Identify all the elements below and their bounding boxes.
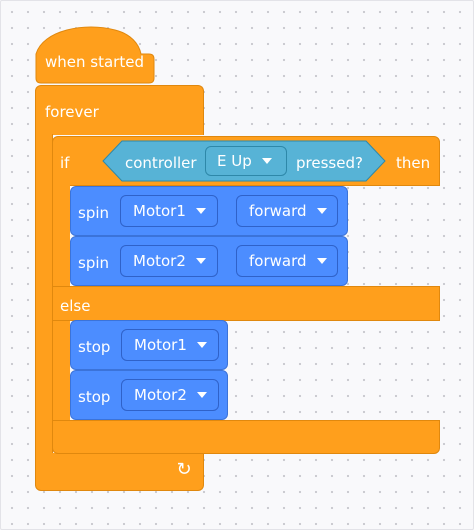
chevron-down-icon xyxy=(196,392,207,398)
controller-button-dropdown[interactable]: E Up xyxy=(205,146,287,176)
spin-label: spin xyxy=(78,254,110,272)
chevron-down-icon xyxy=(195,258,206,264)
motor1-dropdown[interactable]: Motor1 xyxy=(121,329,219,361)
direction-value: forward xyxy=(249,252,307,270)
direction-dropdown[interactable]: forward xyxy=(236,195,338,227)
chevron-down-icon xyxy=(261,158,272,164)
chevron-down-icon xyxy=(195,208,206,214)
motor1-dropdown[interactable]: Motor1 xyxy=(120,195,218,227)
stop-label: stop xyxy=(78,388,111,406)
forever-block-top[interactable] xyxy=(35,85,204,135)
controller-button-value: E Up xyxy=(217,152,252,170)
forever-label: forever xyxy=(45,103,99,121)
condition-prefix-label: controller xyxy=(125,154,197,172)
when-started-label: when started xyxy=(45,53,144,71)
forever-block-bottom[interactable] xyxy=(35,453,204,491)
direction-value: forward xyxy=(249,202,307,220)
motor-value: Motor1 xyxy=(134,336,187,354)
chevron-down-icon xyxy=(316,258,327,264)
chevron-down-icon xyxy=(316,208,327,214)
motor-value: Motor1 xyxy=(133,202,186,220)
then-label: then xyxy=(396,154,431,172)
else-block-divider[interactable] xyxy=(52,286,440,321)
motor-value: Motor2 xyxy=(133,252,186,270)
if-label: if xyxy=(60,154,70,172)
forever-block-arm xyxy=(35,134,53,454)
when-started-hat-shape[interactable] xyxy=(35,24,155,86)
if-block-footer xyxy=(52,420,440,454)
stop-label: stop xyxy=(78,338,111,356)
motor2-dropdown[interactable]: Motor2 xyxy=(120,245,218,277)
direction-dropdown[interactable]: forward xyxy=(236,245,338,277)
condition-suffix-label: pressed? xyxy=(296,154,363,172)
loop-arrow-icon: ↻ xyxy=(176,459,192,480)
else-label: else xyxy=(60,297,91,315)
motor2-dropdown[interactable]: Motor2 xyxy=(121,379,219,411)
motor-value: Motor2 xyxy=(134,386,187,404)
spin-label: spin xyxy=(78,204,110,222)
chevron-down-icon xyxy=(196,342,207,348)
